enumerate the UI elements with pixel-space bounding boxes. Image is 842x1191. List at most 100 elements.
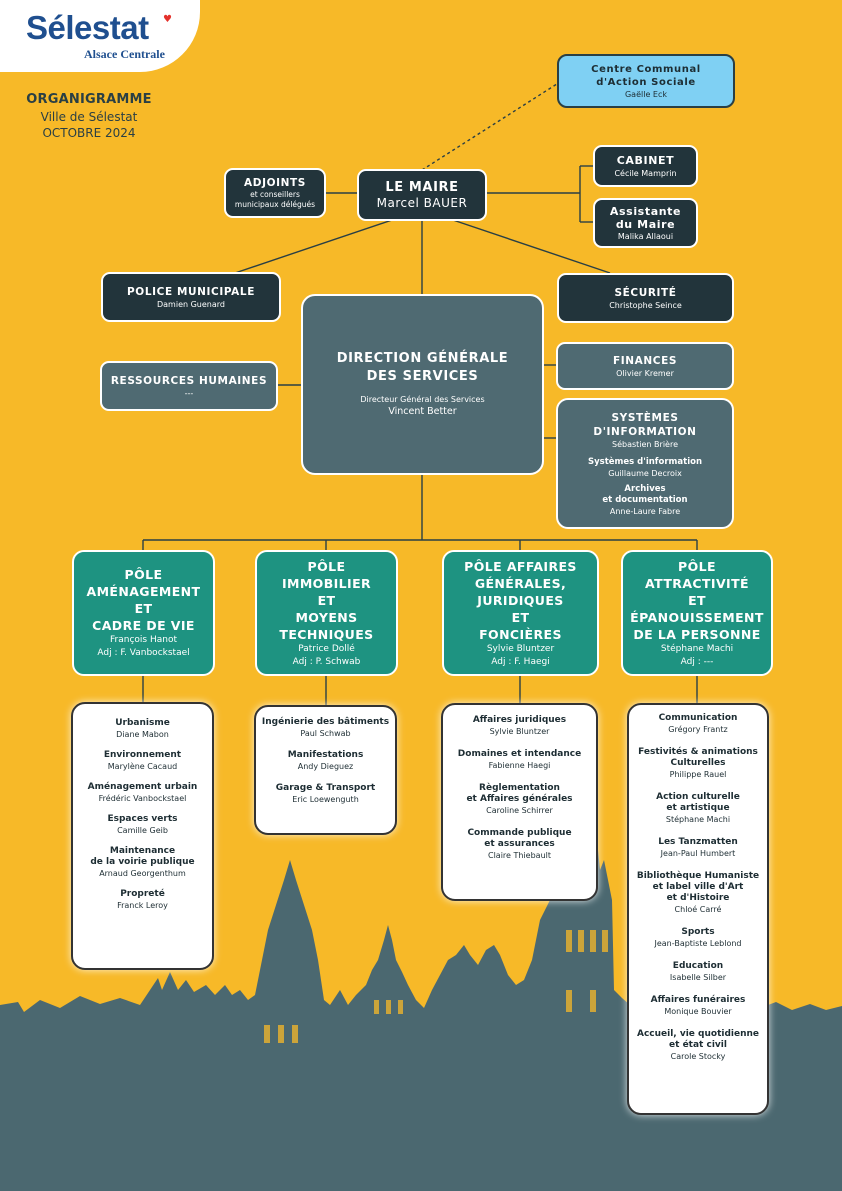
box-ressources-humaines: RESSOURCES HUMAINES --- — [100, 361, 278, 411]
service-title: Espaces verts — [107, 814, 178, 824]
service-title: Culturelles — [670, 758, 726, 768]
pole-title-line: JURIDIQUES — [477, 592, 564, 608]
box-adjoints: ADJOINTS et conseillers municipaux délég… — [224, 168, 326, 218]
service-person: Andy Dieguez — [297, 762, 354, 771]
pole-title-line: ÉPANOUISSEMENT — [630, 609, 764, 625]
service-entry: Espaces verts Camille Geib — [107, 814, 177, 836]
service-entry: Bibliothèque Humaniste et label ville d'… — [637, 871, 759, 915]
pole-title-line: PÔLE — [124, 567, 163, 582]
securite-person: Christophe Seince — [609, 300, 682, 310]
box-police: POLICE MUNICIPALE Damien Guenard — [101, 272, 281, 322]
si-title-1: SYSTÈMES — [611, 411, 679, 424]
assistante-title-2: du Maire — [615, 217, 676, 231]
service-entry: Règlementation et Affaires générales Car… — [466, 783, 572, 816]
service-title: Accueil, vie quotidienne — [636, 1029, 760, 1039]
service-title: et Affaires générales — [466, 794, 573, 804]
service-title: Festivités & animations — [638, 747, 758, 757]
service-entry: Affaires juridiques Sylvie Bluntzer — [473, 715, 566, 737]
logo: Sélestat ♥ Alsace Centrale — [0, 0, 200, 72]
pole-title-line: DE LA PERSONNE — [633, 626, 761, 642]
service-entry: Propreté Franck Leroy — [117, 889, 168, 911]
service-person: Paul Schwab — [300, 729, 351, 738]
box-dgs: DIRECTION GÉNÉRALE DES SERVICES Directeu… — [301, 294, 544, 475]
pole-title-line: ET — [317, 592, 336, 608]
service-person: Philippe Rauel — [669, 770, 727, 779]
service-title: Domaines et intendance — [457, 749, 582, 759]
box-assistante: Assistante du Maire Malika Allaoui — [593, 198, 698, 248]
service-person: Marylène Cacaud — [107, 762, 178, 771]
pole-person: François Hanot — [110, 635, 177, 645]
service-person: Caroline Schirrer — [486, 806, 553, 815]
service-entry: Festivités & animations Culturelles Phil… — [638, 747, 758, 780]
service-title: Action culturelle — [656, 792, 740, 802]
finances-title: FINANCES — [612, 354, 678, 367]
service-entry: Communication Grégory Frantz — [659, 713, 738, 735]
ccas-title-2: d'Action Sociale — [596, 76, 696, 88]
pole-adjoint: Adj : F. Haegi — [491, 656, 550, 667]
cabinet-person: Cécile Mamprin — [614, 168, 677, 178]
service-person: Carole Stocky — [670, 1052, 726, 1061]
si-title-2: D'INFORMATION — [593, 425, 697, 438]
service-title: Aménagement urbain — [87, 782, 198, 792]
dgs-person: Vincent Better — [388, 406, 457, 417]
pole-adjoint: Adj : P. Schwab — [292, 656, 361, 667]
pole-person: Sylvie Bluntzer — [486, 643, 555, 654]
service-title: Communication — [658, 713, 738, 723]
service-person: Diane Mabon — [116, 730, 169, 739]
service-person: Frédéric Vanbockstael — [98, 794, 187, 803]
pole-person: Stéphane Machi — [660, 643, 734, 654]
service-entry: Manifestations Andy Dieguez — [288, 750, 364, 772]
maire-person: Marcel BAUER — [376, 196, 468, 210]
chart-date: OCTOBRE 2024 — [42, 126, 136, 140]
pole-adjoint: Adj : F. Vanbockstael — [97, 648, 190, 658]
si-sub1-title: Systèmes d'information — [587, 456, 703, 467]
assistante-title-1: Assistante — [609, 204, 682, 218]
chart-city: Ville de Sélestat — [40, 110, 138, 124]
pole-title-line: TECHNIQUES — [279, 626, 374, 642]
service-person: Isabelle Silber — [669, 973, 727, 982]
service-person: Claire Thiebault — [487, 851, 552, 860]
ccas-person: Gaëlle Eck — [624, 89, 668, 99]
rh-title: RESSOURCES HUMAINES — [110, 374, 268, 387]
service-entry: Commande publique et assurances Claire T… — [467, 828, 571, 861]
adjoints-title: ADJOINTS — [244, 176, 306, 189]
service-title: Affaires juridiques — [472, 715, 567, 725]
finances-person: Olivier Kremer — [616, 368, 674, 378]
service-entry: Accueil, vie quotidienne et état civil C… — [637, 1029, 759, 1062]
adjoints-line-1: et conseillers — [250, 189, 300, 199]
assistante-person: Malika Allaoui — [617, 231, 674, 241]
service-title: Affaires funéraires — [650, 995, 746, 1005]
service-title: Bibliothèque Humaniste — [636, 871, 760, 881]
service-person: Eric Loewenguth — [292, 795, 359, 804]
service-person: Jean-Baptiste Leblond — [654, 939, 742, 948]
service-entry: Affaires funéraires Monique Bouvier — [651, 995, 746, 1017]
service-title: Les Tanzmatten — [658, 837, 738, 847]
service-entry: Les Tanzmatten Jean-Paul Humbert — [658, 837, 738, 859]
chart-header: ORGANIGRAMME Ville de Sélestat OCTOBRE 2… — [0, 92, 178, 140]
service-title: de la voirie publique — [90, 857, 195, 867]
si-sub2-title-1: Archives — [624, 483, 666, 494]
service-person: Franck Leroy — [117, 901, 168, 910]
service-title: Sports — [681, 927, 715, 937]
pole-amenagement: PÔLE AMÉNAGEMENT ET CADRE DE VIE Françoi… — [72, 550, 215, 676]
service-person: Fabienne Haegi — [488, 761, 551, 770]
pole-title-line: PÔLE — [307, 558, 346, 574]
rh-person: --- — [184, 388, 194, 398]
police-person: Damien Guenard — [156, 299, 225, 309]
service-entry: Garage & Transport Eric Loewenguth — [276, 783, 375, 805]
service-person: Jean-Paul Humbert — [660, 849, 736, 858]
pole-title-line: ET — [511, 609, 530, 625]
service-title: et label ville d'Art — [652, 882, 744, 892]
dgs-role: Directeur Général des Services — [360, 395, 485, 404]
pole-title-line: ATTRACTIVITÉ — [645, 575, 749, 591]
service-entry: Domaines et intendance Fabienne Haegi — [458, 749, 581, 771]
adjoints-line-2: municipaux délégués — [234, 199, 316, 209]
pole-title-line: ET — [688, 592, 706, 608]
services-affaires-generales: Affaires juridiques Sylvie Bluntzer Doma… — [441, 703, 598, 901]
box-cabinet: CABINET Cécile Mamprin — [593, 145, 698, 187]
service-title: et d'Histoire — [666, 893, 730, 903]
si-sub1-person: Guillaume Decroix — [608, 468, 682, 478]
service-entry: Action culturelle et artistique Stéphane… — [656, 792, 740, 825]
service-person: Chloé Carré — [674, 905, 722, 914]
